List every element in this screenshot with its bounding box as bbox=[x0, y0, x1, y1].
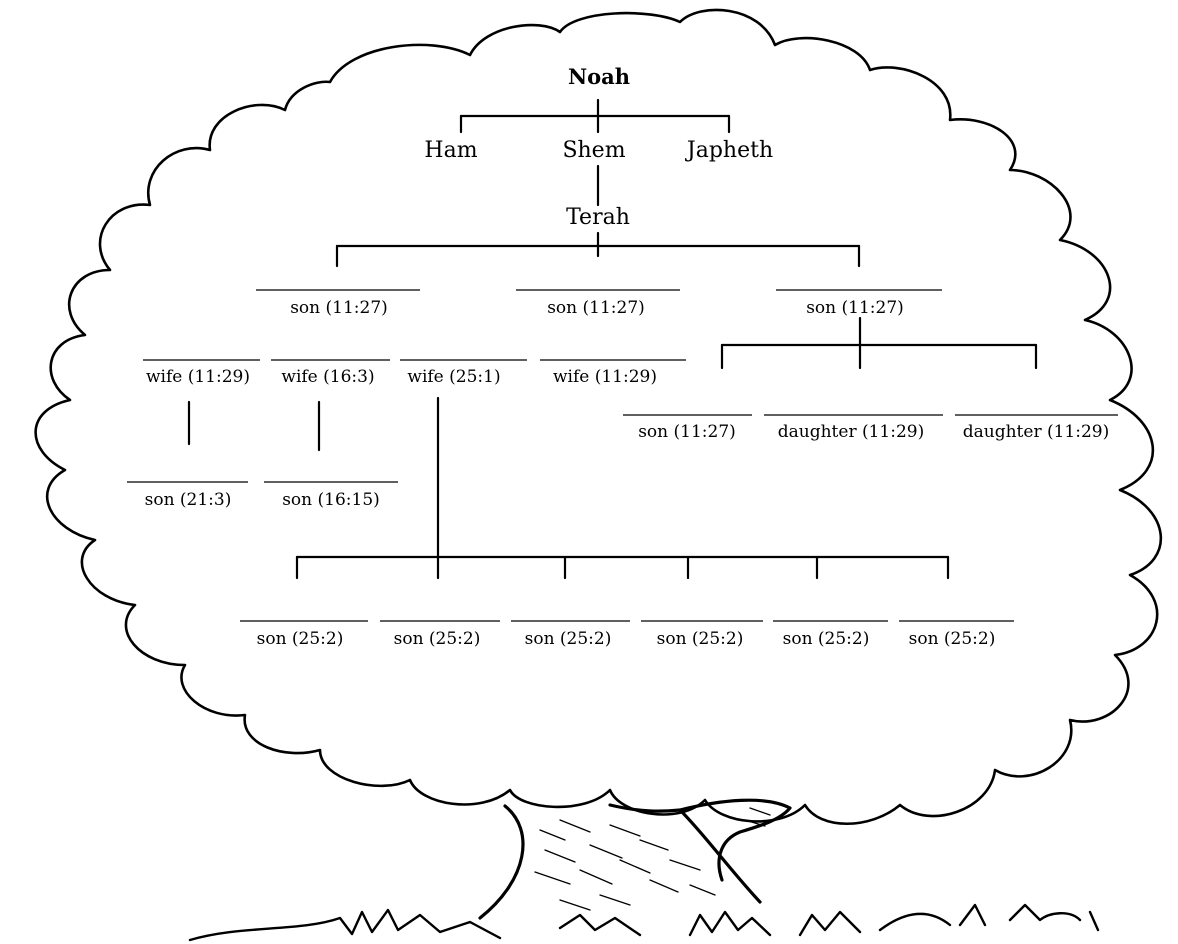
wife-son-1: son (21:3) bbox=[145, 490, 232, 510]
tree-trunk bbox=[478, 798, 792, 920]
keturah-son-6: son (25:2) bbox=[909, 629, 996, 649]
terah-son-2: son (11:27) bbox=[547, 298, 645, 318]
wife-son-2: son (16:15) bbox=[282, 490, 380, 510]
wife-2: wife (16:3) bbox=[281, 367, 374, 387]
gen2-japheth: Japheth bbox=[685, 138, 773, 163]
terah-son-3: son (11:27) bbox=[806, 298, 904, 318]
third-son-child-1: son (11:27) bbox=[638, 422, 736, 442]
root-name: Noah bbox=[568, 64, 630, 89]
terah-son-1: son (11:27) bbox=[290, 298, 388, 318]
keturah-son-1: son (25:2) bbox=[257, 629, 344, 649]
third-son-child-2: daughter (11:29) bbox=[778, 422, 924, 442]
wife-4: wife (11:29) bbox=[553, 367, 657, 387]
trunk-bark-strokes bbox=[534, 807, 771, 911]
gen3-terah: Terah bbox=[566, 205, 630, 230]
keturah-son-5: son (25:2) bbox=[783, 629, 870, 649]
wife-3: wife (25:1) bbox=[407, 367, 500, 387]
keturah-son-3: son (25:2) bbox=[525, 629, 612, 649]
connector-lines bbox=[187, 98, 1038, 580]
grass-line bbox=[188, 903, 1100, 942]
keturah-son-2: son (25:2) bbox=[394, 629, 481, 649]
third-son-child-3: daughter (11:29) bbox=[963, 422, 1109, 442]
name-blank-lines bbox=[127, 289, 1118, 622]
tree-canopy-outline bbox=[34, 8, 1163, 825]
gen2-ham: Ham bbox=[424, 138, 477, 163]
gen2-shem: Shem bbox=[562, 138, 625, 163]
keturah-son-4: son (25:2) bbox=[657, 629, 744, 649]
wife-1: wife (11:29) bbox=[146, 367, 250, 387]
